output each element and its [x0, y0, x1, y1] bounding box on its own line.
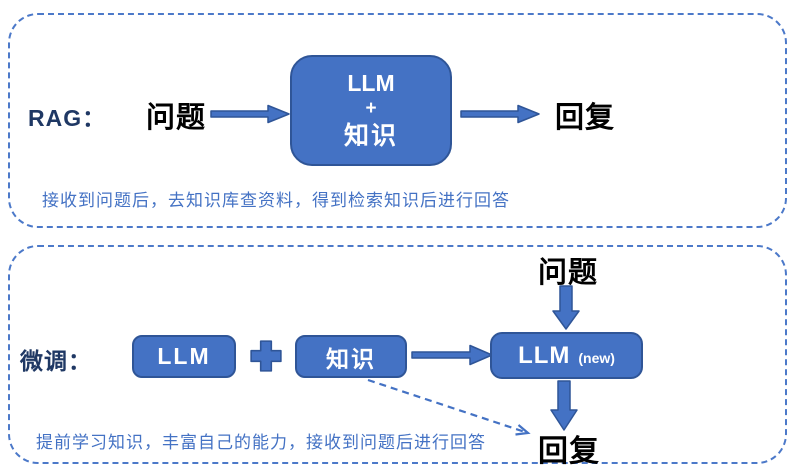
llm-knowledge-box-line1: LLM — [347, 69, 395, 96]
dashed-arrow-icon — [367, 378, 531, 436]
finetune-panel: 微调： LLM 知识 LLM (new) 问题 回复 提前学习 — [8, 245, 787, 468]
llm-box: LLM — [132, 335, 236, 378]
plus-icon — [250, 340, 282, 372]
llm-box-label: LLM — [157, 343, 211, 369]
llm-new-box: LLM (new) — [490, 332, 643, 379]
arrow-right-icon — [460, 104, 540, 124]
rag-reply-text: 回复 — [555, 102, 616, 134]
llm-new-box-suffix: (new) — [578, 349, 615, 366]
knowledge-box: 知识 — [295, 335, 407, 378]
finetune-reply-text: 回复 — [538, 435, 600, 468]
finetune-label: 微调： — [20, 348, 92, 374]
arrow-right-icon — [210, 104, 290, 124]
rag-caption: 接收到问题后，去知识库查资料，得到检索知识后进行回答 — [42, 191, 510, 210]
finetune-caption: 提前学习知识，丰富自己的能力，接收到问题后进行回答 — [36, 433, 486, 452]
llm-knowledge-box: LLM + 知识 — [290, 55, 452, 166]
llm-knowledge-box-line2: + — [365, 98, 377, 120]
rag-label: RAG： — [28, 105, 107, 131]
arrow-down-icon — [552, 285, 580, 330]
arrow-right-icon — [411, 344, 493, 366]
llm-knowledge-box-line3: 知识 — [343, 122, 398, 151]
rag-question-text: 问题 — [146, 102, 207, 134]
rag-panel: RAG： 问题 LLM + 知识 回复 接收到问题后，去知识库查资料，得到检索知… — [8, 13, 787, 228]
arrow-down-icon — [550, 380, 578, 431]
llm-new-box-label: LLM — [518, 341, 571, 369]
finetune-question-text: 问题 — [538, 257, 599, 289]
knowledge-box-label: 知识 — [326, 345, 376, 372]
